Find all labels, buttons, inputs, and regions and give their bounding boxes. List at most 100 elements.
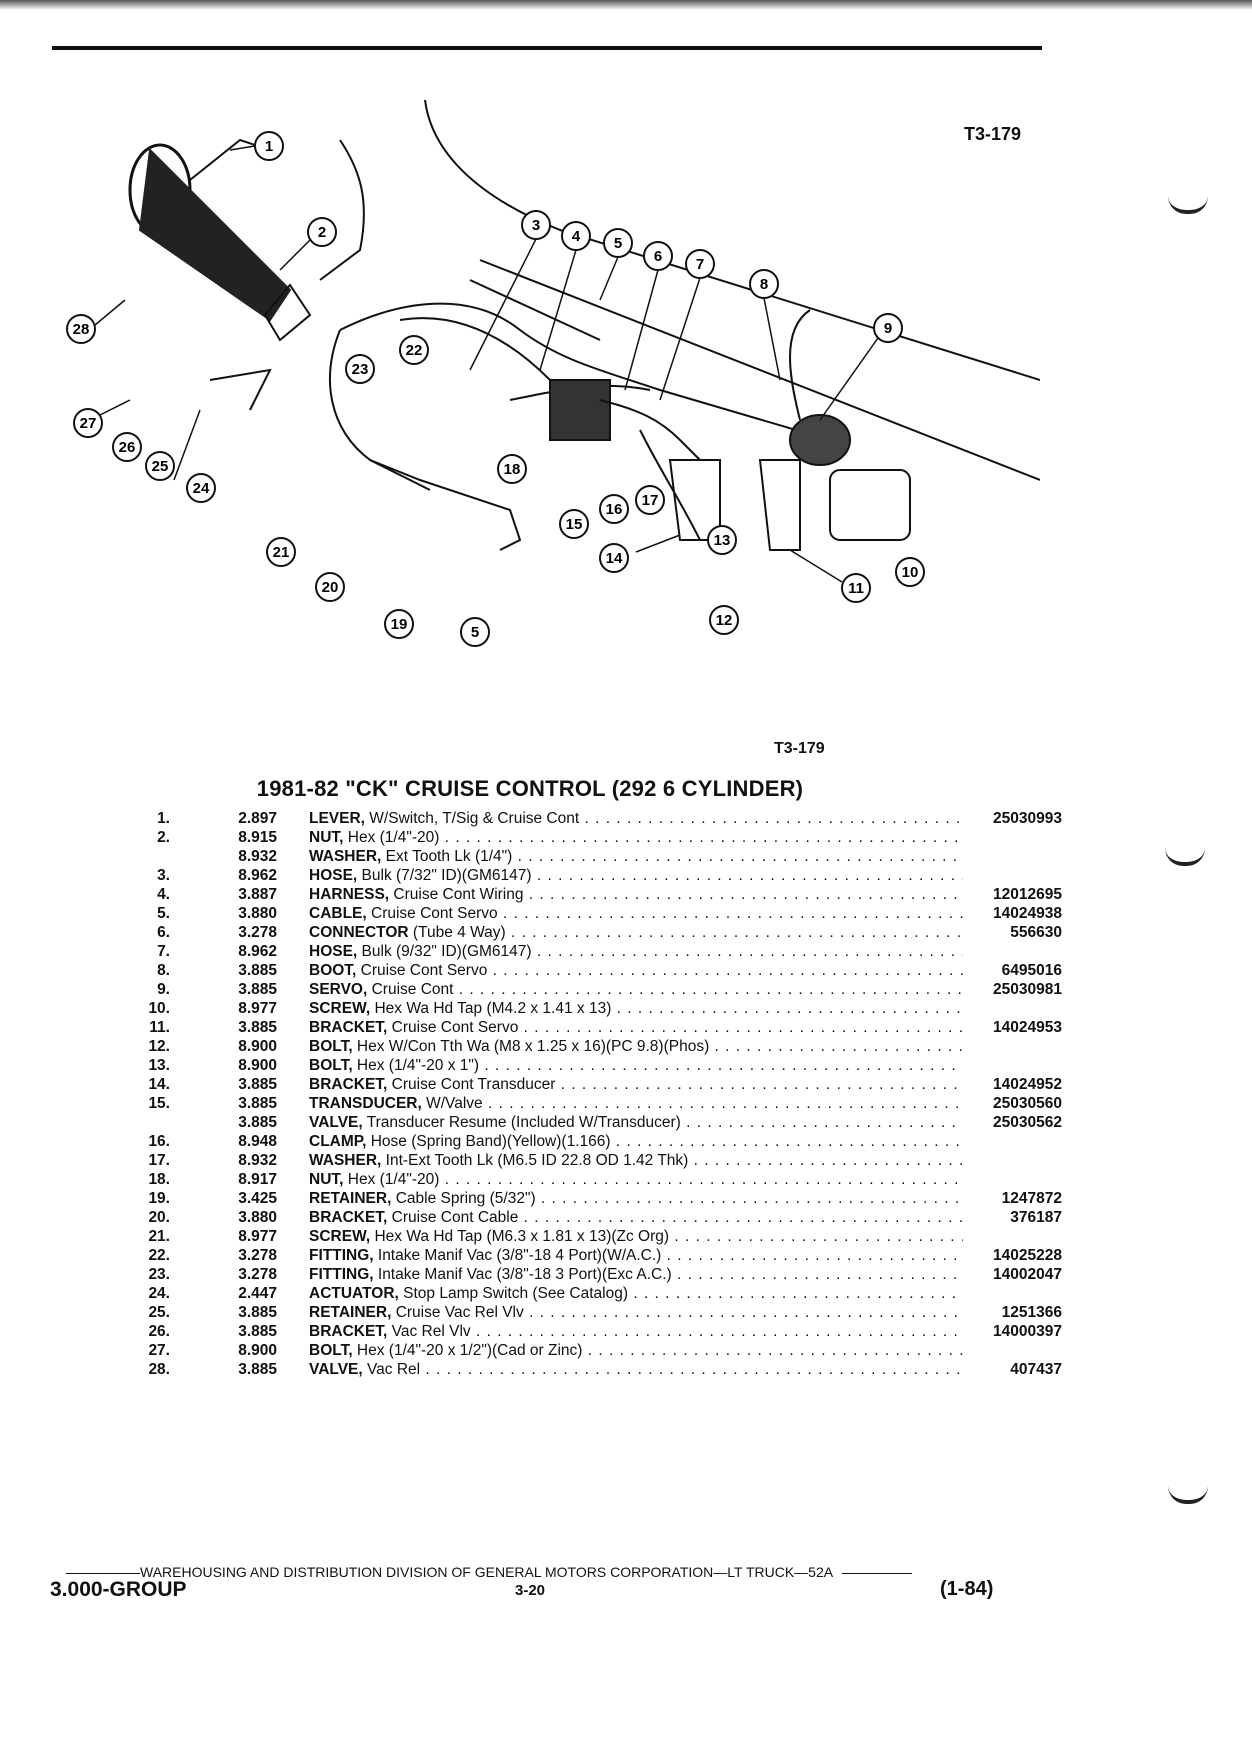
binder-clip-mark (1168, 196, 1208, 214)
item-number: 8. (157, 962, 170, 979)
item-number: 12. (148, 1038, 170, 1055)
group-number: 3.278 (238, 1247, 277, 1264)
part-number: 25030981 (963, 980, 1062, 999)
dash-panel-line (424, 99, 1040, 381)
part-detail: Cruise Cont Servo (356, 962, 488, 979)
part-detail: Vac Rel (362, 1361, 421, 1378)
part-name: TRANSDUCER, (309, 1095, 422, 1112)
callout-group: 1 2 3 4 5 6 7 8 9 10 11 12 13 14 15 16 1… (66, 131, 925, 647)
callout-16 (599, 494, 629, 524)
item-number: 16. (148, 1133, 170, 1150)
part-number: 12012695 (963, 885, 1062, 904)
part-detail: Hose (Spring Band)(Yellow)(1.166) (366, 1133, 611, 1150)
callout-14 (599, 543, 629, 573)
part-description: BRACKET, Cruise Cont Cable (309, 1208, 963, 1227)
callout-label: 12 (716, 612, 733, 629)
part-description: ACTUATOR, Stop Lamp Switch (See Catalog) (309, 1284, 963, 1303)
group-number: 3.880 (238, 1209, 277, 1226)
part-detail: Vac Rel Vlv (387, 1323, 471, 1340)
footer-rule-left (66, 1572, 140, 1574)
callout-10 (895, 557, 925, 587)
page-number: 3-20 (514, 1582, 546, 1599)
part-number: 14024938 (963, 904, 1062, 923)
part-description: BRACKET, Cruise Cont Transducer (309, 1075, 963, 1094)
callout-label: 14 (606, 550, 623, 567)
part-number: 407437 (963, 1360, 1062, 1379)
part-detail: Cruise Cont Wiring (389, 886, 524, 903)
part-detail: Cruise Cont Servo (366, 905, 498, 922)
table-title: 1981-82 "CK" CRUISE CONTROL (292 6 CYLIN… (256, 776, 804, 801)
part-name: WASHER, (309, 848, 382, 865)
footer-rule-right (842, 1572, 913, 1574)
part-name: LEVER, (309, 810, 365, 827)
part-description: BOLT, Hex (1/4"-20 x 1") (309, 1056, 963, 1075)
callout-label: 8 (760, 276, 768, 293)
part-name: BOLT, (309, 1342, 353, 1359)
part-detail: Int-Ext Tooth Lk (M6.5 ID 22.8 OD 1.42 T… (381, 1152, 689, 1169)
callout-label: 10 (902, 564, 919, 581)
part-name: BOLT, (309, 1038, 353, 1055)
group-number: 8.948 (238, 1133, 277, 1150)
part-number: 1251366 (963, 1303, 1062, 1322)
item-number: 6. (157, 924, 170, 941)
part-name: CABLE, (309, 905, 367, 922)
scan-edge (0, 0, 1252, 10)
exploded-parts-diagram: 1 2 3 4 5 6 7 8 9 10 11 12 13 14 15 16 1… (66, 99, 1040, 647)
group-number: 8.932 (238, 848, 277, 865)
callout-5-lower (460, 617, 490, 647)
item-number: 21. (148, 1228, 170, 1245)
binder-clip-mark (1168, 1486, 1208, 1504)
callout-9 (873, 313, 903, 343)
part-number: 14000397 (963, 1322, 1062, 1341)
footer-group: 3.000-GROUP (50, 1578, 187, 1601)
callout-19 (384, 609, 414, 639)
part-description: FITTING, Intake Manif Vac (3/8"-18 4 Por… (309, 1246, 963, 1265)
item-number: 4. (157, 886, 170, 903)
part-detail: (Tube 4 Way) (408, 924, 506, 941)
group-number: 3.278 (238, 1266, 277, 1283)
part-description: VALVE, Transducer Resume (Included W/Tra… (309, 1113, 963, 1132)
part-description: NUT, Hex (1/4"-20) (309, 1170, 963, 1189)
footer-division-text: WAREHOUSING AND DISTRIBUTION DIVISION OF… (140, 1564, 833, 1580)
callout-28 (66, 314, 96, 344)
part-name: SCREW, (309, 1000, 371, 1017)
callout-12 (709, 605, 739, 635)
part-description: CLAMP, Hose (Spring Band)(Yellow)(1.166) (309, 1132, 963, 1151)
cowl-line (479, 259, 1040, 481)
steering-column (138, 147, 292, 322)
group-number: 8.900 (238, 1057, 277, 1074)
group-number: 3.885 (238, 981, 277, 998)
part-name: FITTING, (309, 1247, 374, 1264)
item-number: 24. (148, 1285, 170, 1302)
part-name: HOSE, (309, 867, 358, 884)
item-number: 19. (148, 1190, 170, 1207)
part-name: WASHER, (309, 1152, 382, 1169)
part-detail: Cable Spring (5/32") (391, 1190, 536, 1207)
callout-label: 20 (322, 579, 339, 596)
part-name: BRACKET, (309, 1076, 388, 1093)
group-number: 3.885 (238, 1304, 277, 1321)
item-number: 17. (148, 1152, 170, 1169)
item-number: 26. (148, 1323, 170, 1340)
callout-20 (315, 572, 345, 602)
item-number: 13. (148, 1057, 170, 1074)
callout-label: 1 (265, 138, 273, 155)
group-number: 8.962 (238, 943, 277, 960)
group-number: 8.962 (238, 867, 277, 884)
part-detail: Hex Wa Hd Tap (M4.2 x 1.41 x 13) (370, 1000, 612, 1017)
part-name: ACTUATOR, (309, 1285, 399, 1302)
group-number: 8.977 (238, 1000, 277, 1017)
footer-division-line: WAREHOUSING AND DISTRIBUTION DIVISION OF… (66, 1564, 1026, 1580)
